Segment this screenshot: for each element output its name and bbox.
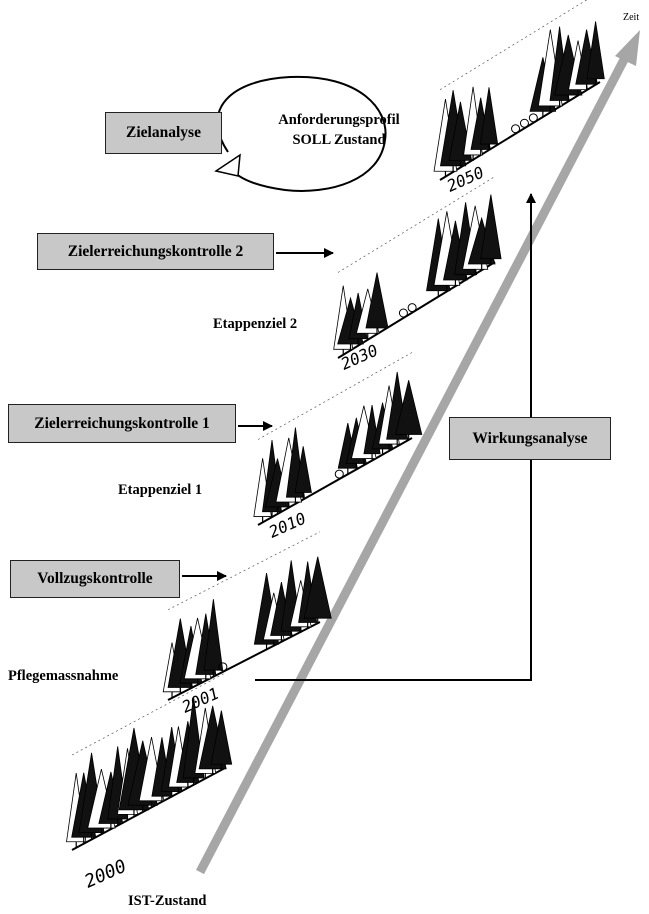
ist-zustand-label: IST-Zustand xyxy=(128,893,207,909)
shrub-icon xyxy=(398,308,408,318)
forest-stand-2030 xyxy=(333,176,502,359)
etappenziel-1-label: Etappenziel 1 xyxy=(118,482,203,498)
forest-stand-2001 xyxy=(162,531,332,701)
canopy-line xyxy=(439,0,588,91)
ground-line xyxy=(257,437,413,526)
soll-zustand-line: SOLL Zustand xyxy=(292,132,386,148)
zielerreichungskontrolle-1-box: Zielerreichungskontrolle 1 xyxy=(8,404,236,443)
wirkung-path xyxy=(255,193,536,681)
shrub-icon xyxy=(334,469,344,479)
canopy-line xyxy=(337,176,496,273)
shrub-icon xyxy=(218,662,228,672)
shrub-icon xyxy=(528,113,538,123)
shrub-icon xyxy=(511,124,521,134)
shrub-icon xyxy=(519,118,529,128)
year-label: 2000 xyxy=(81,856,129,893)
ground-line xyxy=(439,81,601,181)
anforderungsprofil-line1: Anforderungsprofil xyxy=(278,112,400,128)
canopy-line xyxy=(167,531,321,611)
zielanalyse-box: Zielanalyse xyxy=(105,112,222,154)
zeit-axis-label: Zeit xyxy=(623,12,640,23)
forest-stand-2010 xyxy=(253,352,423,526)
vollzugskontrolle-box: Vollzugskontrolle xyxy=(10,560,180,598)
zielerreichungskontrolle-2-box: Zielerreichungskontrolle 2 xyxy=(37,233,274,270)
shrub-icon xyxy=(407,303,417,313)
canopy-line xyxy=(71,672,226,756)
forest-stand-2000 xyxy=(66,672,233,851)
time-arrow xyxy=(196,30,640,875)
cycle-arrow xyxy=(214,75,387,192)
etappenziel-2-label: Etappenziel 2 xyxy=(213,316,298,332)
forest-stand-2050 xyxy=(433,0,605,181)
anforderungsprofil-label: Anforderungsprofil SOLL Zustand xyxy=(254,110,424,150)
ground-line xyxy=(167,621,321,701)
wirkungsanalyse-box: Wirkungsanalyse xyxy=(449,417,611,460)
ground-line xyxy=(337,261,496,359)
year-label: 2001 xyxy=(179,684,222,717)
pflegemassnahme-label: Pflegemassnahme xyxy=(8,668,119,684)
